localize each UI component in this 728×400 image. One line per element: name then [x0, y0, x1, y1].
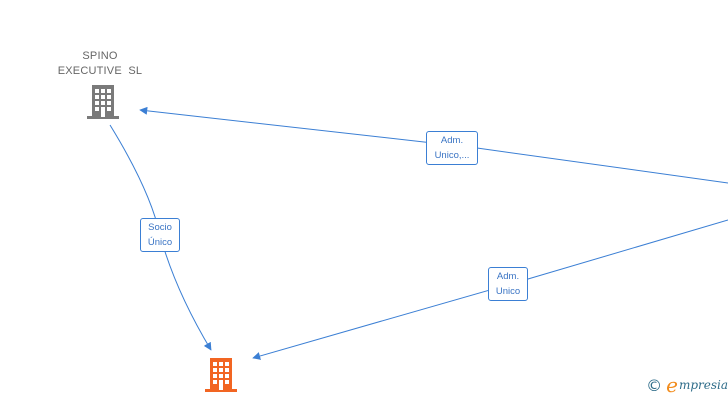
empresia-watermark: © e mpresia [646, 373, 728, 397]
copyright-icon: © [646, 375, 663, 395]
company-building-icon[interactable] [204, 357, 238, 393]
empresia-logo-text: mpresia [678, 378, 728, 392]
spino-label-line-2: EXECUTIVE SL [57, 65, 143, 77]
edge-label-line: Socio [148, 222, 172, 233]
edge-label-socio-unico[interactable]: Socio Único [140, 218, 180, 252]
edge-label-line: Único [147, 237, 173, 248]
edge-label-line: Unico,... [434, 150, 470, 161]
edge-adm-unico-to-company [252, 219, 728, 360]
empresia-logo-initial: e [666, 373, 678, 397]
edge-label-adm-unico-company[interactable]: Adm. Unico [488, 267, 528, 301]
spino-building-icon[interactable] [86, 84, 120, 120]
edge-label-line: Adm. [496, 271, 520, 282]
edge-label-line: Adm. [440, 135, 464, 146]
spino-node-label: SPINO EXECUTIVE SL [40, 49, 160, 79]
edge-label-adm-unico-spino[interactable]: Adm. Unico,... [426, 131, 478, 165]
spino-label-line-1: SPINO [82, 50, 118, 62]
edge-label-line: Unico [495, 286, 521, 297]
